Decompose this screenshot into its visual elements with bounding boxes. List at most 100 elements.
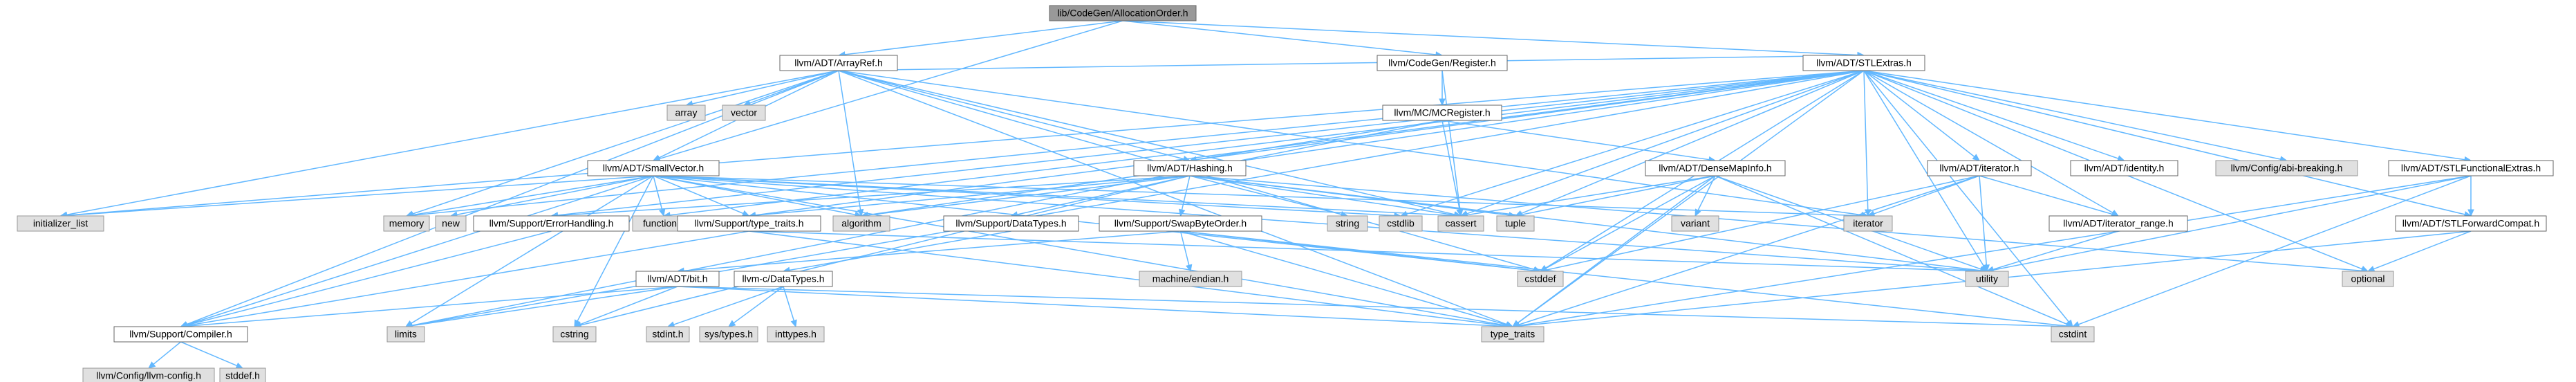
node-label: llvm/ADT/iterator_range.h: [2063, 218, 2174, 229]
node-arrayref[interactable]: llvm/ADT/ArrayRef.h: [779, 55, 898, 71]
node-memory: memory: [383, 215, 430, 232]
node-box: [1139, 271, 1242, 287]
edge-line: [653, 175, 1535, 271]
node-new: new: [435, 215, 467, 232]
edge-line: [1863, 70, 1975, 158]
node-box: [82, 367, 215, 382]
edge-stlextras-to-tuple: [1514, 70, 1865, 217]
edge-register-to-mcregister: [1439, 71, 1446, 107]
node-adtbit[interactable]: llvm/ADT/bit.h: [635, 271, 720, 287]
node-label: new: [442, 218, 460, 229]
node-cstdint: cstdint: [2051, 326, 2095, 343]
node-optional: optional: [2342, 271, 2394, 287]
edge-swapbyteorder-to-adtbit: [676, 230, 1181, 274]
edge-line: [1521, 175, 1716, 215]
edge-stlextras-to-iteratorrange: [1863, 70, 2120, 217]
edge-line: [838, 70, 1863, 216]
node-label: llvm-c/DataTypes.h: [742, 273, 824, 284]
edge-line: [692, 70, 839, 104]
edge-line: [412, 70, 1865, 216]
edge-line: [1179, 230, 1190, 266]
edge-stlextras-to-errorhandling: [550, 70, 1865, 219]
edge-arrowhead: [741, 210, 750, 217]
node-llvmconfig: llvm/Config/llvm-config.h: [82, 367, 215, 382]
node-stdinth: stdint.h: [646, 326, 690, 343]
node-datatypes[interactable]: llvm/Support/DataTypes.h: [943, 215, 1079, 232]
node-box: [666, 104, 706, 121]
node-typetraitsh[interactable]: llvm/Support/type_traits.h: [677, 215, 821, 232]
node-label: llvm/CodeGen/Register.h: [1388, 57, 1496, 69]
edge-arrowhead: [659, 208, 666, 217]
node-compiler[interactable]: llvm/Support/Compiler.h: [113, 326, 248, 343]
edge-compiler-to-llvmconfig: [148, 341, 181, 369]
node-llvmcdatatypes[interactable]: llvm-c/DataTypes.h: [734, 271, 833, 287]
edge-densemapinfo-to-tuple: [1514, 175, 1716, 218]
node-iteratorrange[interactable]: llvm/ADT/iterator_range.h: [2048, 215, 2188, 232]
node-label: llvm/Support/SwapByteOrder.h: [1114, 218, 1247, 229]
edge-line: [1545, 175, 1716, 269]
node-stlextras[interactable]: llvm/ADT/STLExtras.h: [1802, 55, 1925, 71]
node-stddefh: stddef.h: [219, 367, 266, 382]
edge-line: [1546, 175, 1980, 271]
edge-line: [1180, 230, 2067, 327]
edge-line: [1122, 20, 1437, 55]
node-box: [2342, 271, 2394, 287]
node-label: cstddef: [1524, 273, 1556, 284]
node-label: vector: [731, 107, 757, 118]
node-label: cstring: [560, 329, 588, 340]
edge-line: [683, 230, 1181, 272]
edge-arrowhead: [2367, 266, 2376, 272]
node-register[interactable]: llvm/CodeGen/Register.h: [1376, 55, 1508, 71]
node-hashing[interactable]: llvm/ADT/Hashing.h: [1133, 160, 1247, 176]
node-box: [435, 215, 467, 232]
node-box: [699, 326, 758, 343]
edge-root-to-smallvector: [652, 20, 1123, 162]
node-errorhandling[interactable]: llvm/Support/ErrorHandling.h: [473, 215, 630, 232]
node-tuple: tuple: [1496, 215, 1535, 232]
node-label: llvm/ADT/iterator.h: [1939, 163, 2019, 174]
node-swapbyteorder[interactable]: llvm/Support/SwapByteOrder.h: [1099, 215, 1262, 232]
node-box: [552, 326, 597, 343]
node-adtiterator[interactable]: llvm/ADT/iterator.h: [1927, 160, 2032, 176]
node-label: llvm/Config/llvm-config.h: [96, 370, 201, 381]
node-stlforwardcompat[interactable]: llvm/ADT/STLForwardCompat.h: [2395, 215, 2547, 232]
edge-line: [1441, 120, 1710, 161]
node-box: [2048, 215, 2188, 232]
edge-line: [180, 341, 238, 367]
edge-llvmcdatatypes-to-systypes: [728, 286, 784, 327]
node-mcregister[interactable]: llvm/MC/MCRegister.h: [1382, 104, 1502, 121]
edge-line: [1992, 175, 2472, 271]
edge-line: [838, 70, 1184, 160]
edge-arrowhead: [1439, 98, 1446, 107]
node-stlfunctionalextras[interactable]: llvm/ADT/STLFunctionalExtras.h: [2388, 160, 2554, 176]
edge-stlextras-to-stlforwardcompat: [1863, 70, 2472, 218]
edge-stlextras-to-adtiterator: [1863, 70, 1980, 161]
node-box: [2388, 160, 2554, 176]
edge-adtbit-to-limits: [404, 286, 678, 329]
node-box: [1437, 215, 1484, 232]
edge-arrowhead: [148, 361, 156, 369]
node-box: [2215, 160, 2358, 176]
edge-arrowhead: [1972, 154, 1980, 161]
node-root: lib/CodeGen/AllocationOrder.h: [1049, 5, 1197, 21]
edge-line: [1189, 175, 2362, 272]
node-box: [2051, 326, 2095, 343]
edge-line: [1863, 70, 2119, 159]
edge-densemapinfo-to-cstdint: [1715, 175, 2074, 327]
node-box: [779, 55, 898, 71]
node-box: [1927, 160, 2032, 176]
edge-line: [1863, 70, 1984, 266]
edge-arrowhead: [2467, 209, 2474, 217]
node-box: [1376, 55, 1508, 71]
edge-line: [1441, 120, 1461, 210]
edge-line: [677, 286, 1507, 327]
node-adtidentity[interactable]: llvm/ADT/identity.h: [2070, 160, 2178, 176]
node-string: string: [1327, 215, 1368, 232]
edge-arrayref-to-hashing: [838, 70, 1191, 163]
node-label: llvm/Support/type_traits.h: [695, 218, 804, 229]
edge-line: [580, 286, 678, 325]
node-box: [587, 160, 720, 176]
node-smallvector[interactable]: llvm/ADT/SmallVector.h: [587, 160, 720, 176]
node-densemapinfo[interactable]: llvm/ADT/DenseMapInfo.h: [1645, 160, 1786, 176]
